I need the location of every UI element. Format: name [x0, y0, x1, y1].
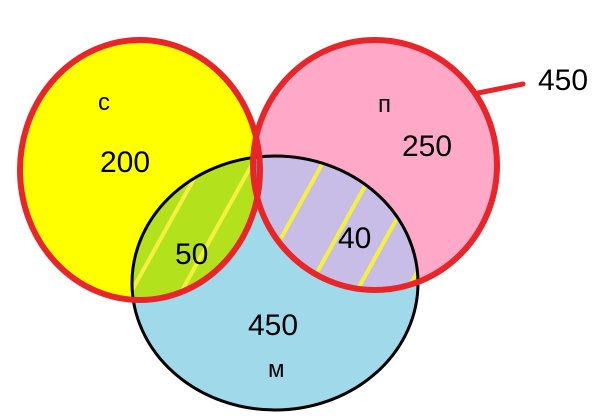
hatch-line: [132, 156, 260, 300]
set-p-value: 250: [402, 130, 452, 163]
union-label: 450: [538, 64, 588, 97]
set-p-outline: [250, 37, 500, 293]
hatch-line: [158, 156, 260, 300]
set-c-value: 200: [100, 146, 150, 179]
set-c-letter: с: [98, 89, 110, 116]
set-m-value: 450: [248, 309, 298, 342]
union-leader-line: [475, 81, 526, 96]
c-m-intersection: [132, 156, 260, 300]
p-m-only-value: 40: [338, 222, 371, 255]
set-c-outline: [17, 37, 263, 303]
c-m-only-value: 50: [175, 238, 208, 271]
set-m-letter: м: [268, 356, 285, 383]
set-p-letter: п: [378, 91, 391, 118]
